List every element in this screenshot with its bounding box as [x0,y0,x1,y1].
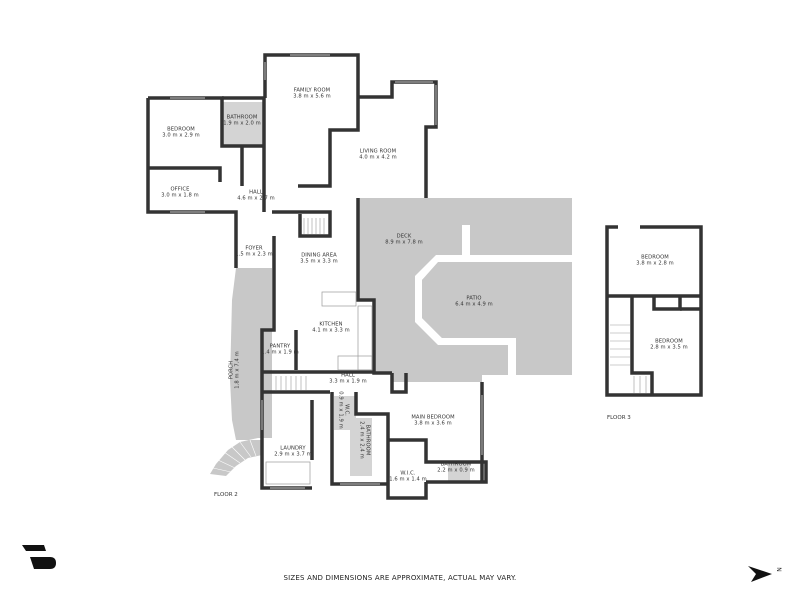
room-name: BATHROOM [364,424,371,456]
room-dimensions: 0.9 m x 1.9 m [337,391,343,429]
room-name: MAIN BEDROOM [411,414,455,421]
room-dimensions: 4.0 m x 4.2 m [359,155,397,161]
room-dimensions: 3.8 m x 3.6 m [414,421,452,427]
room-name: FOYER [245,245,263,252]
walls-floor-3 [605,225,703,397]
floor-3-label: FLOOR 3 [607,415,631,421]
floor-2-label: FLOOR 2 [214,492,238,498]
room-dimensions: 2.9 m x 3.7 m [274,452,312,458]
stairs-floor-3 [610,324,647,393]
room-label-wc: W.C.0.9 m x 1.9 m [337,391,350,429]
room-name: DECK [396,233,412,240]
disclaimer-text: SIZES AND DIMENSIONS ARE APPROXIMATE, AC… [283,574,517,582]
room-dimensions: 1.4 m x 1.9 m [261,350,299,356]
room-name: LAUNDRY [280,445,306,452]
room-dimensions: 2.2 m x 0.9 m [437,468,475,474]
compass-label: N [774,567,782,572]
room-label-wic: W.I.C.1.6 m x 1.4 m [389,471,427,484]
room-dimensions: 4.1 m x 3.3 m [312,328,350,334]
room-name: BEDROOM [655,338,683,345]
walls-floor-2 [146,53,488,500]
porch-area [210,268,272,476]
room-dimensions: 3.8 m x 5.6 m [293,94,331,100]
room-name: PANTRY [269,343,291,350]
room-name: PATIO [466,295,482,302]
room-name: BEDROOM [167,126,195,133]
room-dimensions: 8.9 m x 7.8 m [385,240,423,246]
room-dimensions: 1.6 m x 1.4 m [389,477,427,483]
room-dimensions: 3.5 m x 3.3 m [300,259,338,265]
room-dimensions: 3.0 m x 2.9 m [162,133,200,139]
room-name: BATHROOM [226,114,258,121]
room-dimensions: 3.8 m x 2.8 m [636,261,674,267]
room-dimensions: 2.4 m x 2.4 m [358,421,364,459]
north-arrow-icon [748,566,772,582]
room-dimensions: 3.0 m x 1.8 m [161,193,199,199]
room-name: HALL [249,189,263,196]
room-dimensions: 4.6 m x 2.7 m [237,196,275,202]
stairs-floor-2 [275,218,325,390]
room-name: BATHROOM [440,461,472,468]
room-name: BEDROOM [641,254,669,261]
room-dimensions: 3.3 m x 1.9 m [329,379,367,385]
room-name: W.C. [343,404,350,416]
room-dimensions: 1.9 m x 2.0 m [223,121,261,127]
windows [170,54,483,489]
room-dimensions: 1.5 m x 2.3 m [235,252,273,258]
room-name: KITCHEN [319,321,343,328]
room-dimensions: 2.8 m x 3.5 m [650,345,688,351]
room-name: HALL [341,372,355,379]
room-dimensions: 1.8 m x 7.4 m [235,351,241,389]
brand-logo-icon [22,545,56,569]
room-name: DINING AREA [301,252,337,259]
room-name: LIVING ROOM [359,148,397,155]
kitchen-counters [265,291,373,485]
deck-area [358,198,572,382]
wet-areas [222,102,470,482]
room-name: FAMILY ROOM [293,87,331,94]
room-dimensions: 6.4 m x 4.9 m [455,302,493,308]
room-name: W.I.C. [400,470,416,477]
room-name: OFFICE [170,186,190,193]
